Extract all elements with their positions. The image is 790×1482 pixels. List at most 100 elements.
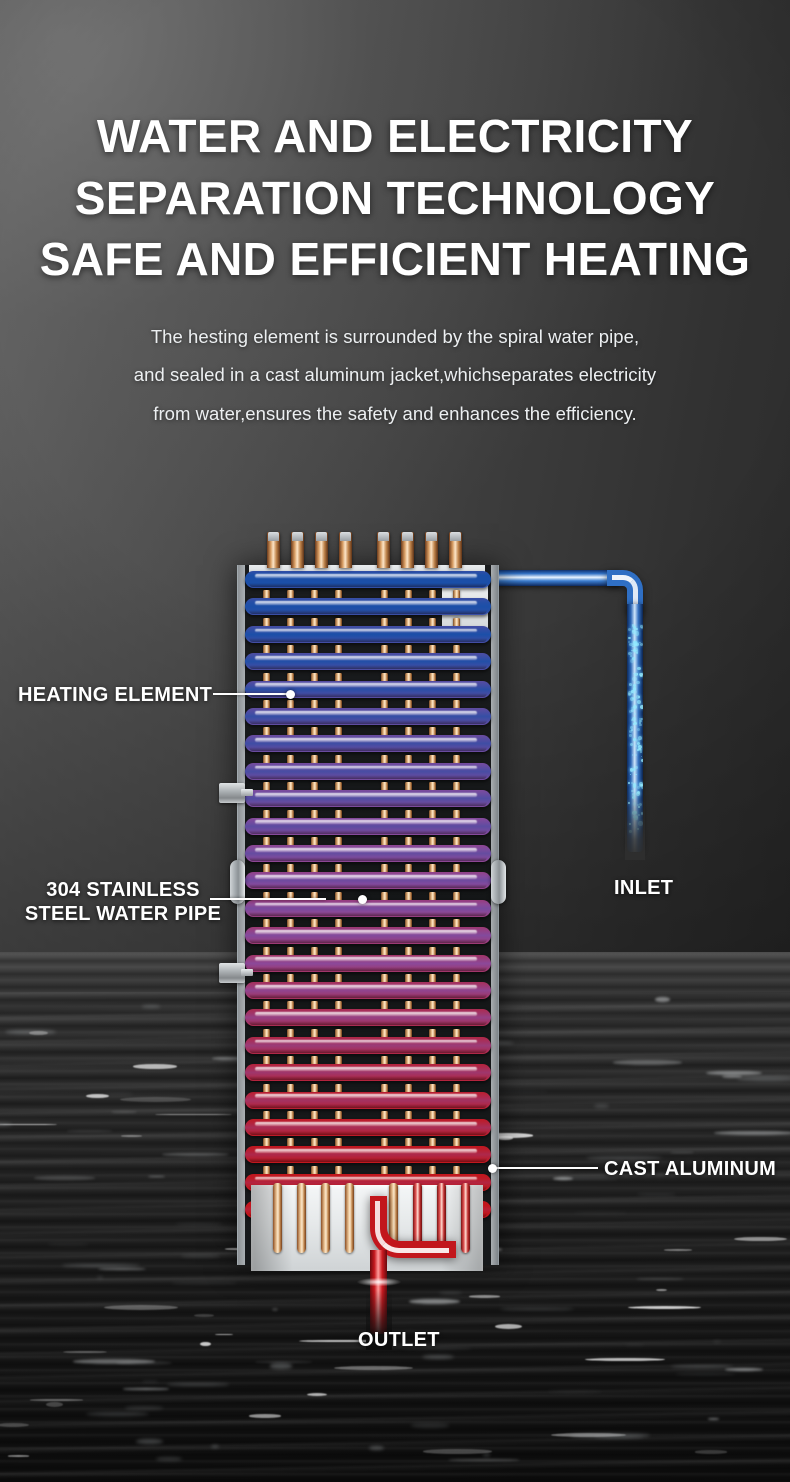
heater-rod: [429, 1083, 436, 1097]
heater-rod: [405, 1138, 412, 1152]
water-bubble: [637, 666, 641, 671]
heater-rod: [311, 645, 318, 659]
copper-terminal-pins: [237, 532, 499, 572]
water-bubble: [632, 687, 637, 691]
water-bubble: [636, 728, 640, 732]
water-bubble: [635, 753, 638, 756]
water-glint: [147, 1176, 166, 1178]
coil-tube: [245, 625, 491, 643]
water-bubble: [629, 642, 633, 646]
coil-tube: [245, 1146, 491, 1164]
water-bubble: [629, 768, 634, 772]
heater-rod: [263, 782, 270, 796]
water-glint: [298, 1339, 379, 1343]
coil-tube: [245, 899, 491, 917]
inlet-elbow-highlight: [612, 575, 638, 609]
water-bubble: [639, 723, 642, 726]
heater-rod: [381, 590, 388, 604]
water-glint: [670, 1151, 694, 1154]
water-bubble: [638, 721, 641, 724]
water-glint: [670, 1364, 733, 1368]
heater-rod: [381, 782, 388, 796]
water-glint: [569, 1432, 651, 1439]
coil-tube: [245, 598, 491, 616]
water-bubble: [628, 729, 633, 734]
water-bubble: [629, 734, 632, 737]
heater-rod: [311, 946, 318, 960]
callout-water-pipe-line-1: 304 STAINLESS: [46, 879, 200, 901]
heater-rod: [453, 1056, 460, 1070]
water-bubble: [632, 656, 636, 660]
water-glint: [271, 1308, 279, 1312]
inlet-pipe-fade: [625, 790, 645, 860]
water-bubble: [635, 694, 641, 699]
water-glint: [193, 1313, 214, 1317]
water-bubble: [631, 781, 634, 784]
water-glint: [585, 1357, 665, 1362]
heater-rod: [287, 700, 294, 713]
heater-rod-row: [263, 672, 477, 686]
water-glint: [422, 1449, 492, 1454]
heater-rod: [287, 809, 294, 823]
heater-rod: [263, 1111, 270, 1124]
heater-rod-row: [263, 837, 477, 850]
coil-tube: [245, 927, 491, 945]
water-glint: [181, 1254, 220, 1259]
water-glint: [625, 1343, 644, 1346]
serpentine-coil-stack: [237, 571, 499, 1243]
water-glint: [724, 1368, 763, 1372]
heater-rod: [405, 1165, 412, 1179]
heater-rod: [405, 1001, 412, 1015]
coil-tube: [245, 762, 491, 780]
heater-rod: [335, 1028, 342, 1042]
heater-rod: [287, 754, 294, 768]
heater-rod: [311, 1165, 318, 1179]
water-glint: [211, 1057, 242, 1061]
heater-rod: [263, 645, 270, 659]
water-bubble: [632, 738, 636, 742]
heater-rod: [453, 919, 460, 933]
heater-rod: [311, 782, 318, 796]
coil-tube: [245, 872, 491, 890]
water-bubble: [632, 697, 635, 700]
water-bubble: [634, 690, 637, 693]
water-glint: [156, 1456, 182, 1461]
water-glint: [706, 1070, 763, 1076]
water-bubble: [631, 729, 633, 731]
heater-rod: [311, 1001, 318, 1015]
heater-rod: [429, 617, 436, 631]
heater-rod: [335, 1001, 342, 1015]
copper-terminal-pin: [377, 532, 390, 568]
heater-rod: [263, 946, 270, 960]
water-bubble: [633, 705, 638, 710]
heater-rod: [405, 645, 412, 659]
heater-rod: [287, 1001, 294, 1015]
water-glint: [142, 1380, 159, 1383]
water-glint: [155, 1113, 233, 1116]
water-glint: [713, 1340, 721, 1344]
heater-rod: [287, 1165, 294, 1179]
water-bubble: [628, 651, 632, 656]
water-glint: [28, 1030, 48, 1036]
water-bubble: [628, 692, 632, 696]
heater-rod: [405, 809, 412, 823]
water-bubble: [634, 640, 638, 644]
water-bubble: [640, 674, 643, 677]
heater-rod: [287, 864, 294, 878]
water-glint: [29, 1399, 83, 1402]
water-glint: [448, 1459, 521, 1462]
heater-rod: [453, 891, 460, 905]
side-port-left: [230, 860, 245, 904]
heater-rod: [405, 974, 412, 987]
leader-line-cast-aluminum: [496, 1167, 598, 1169]
side-port-right: [491, 860, 506, 904]
water-bubble: [632, 676, 637, 681]
coil-tube: [245, 680, 491, 698]
outlet-bend-highlight: [375, 1201, 449, 1253]
heater-rod: [453, 1165, 460, 1179]
heater-rod: [453, 1111, 460, 1124]
heater-rod: [381, 1165, 388, 1179]
heater-rod: [311, 700, 318, 713]
heater-rod: [287, 590, 294, 604]
callout-water-pipe-line-2: STEEL WATER PIPE: [24, 903, 222, 926]
